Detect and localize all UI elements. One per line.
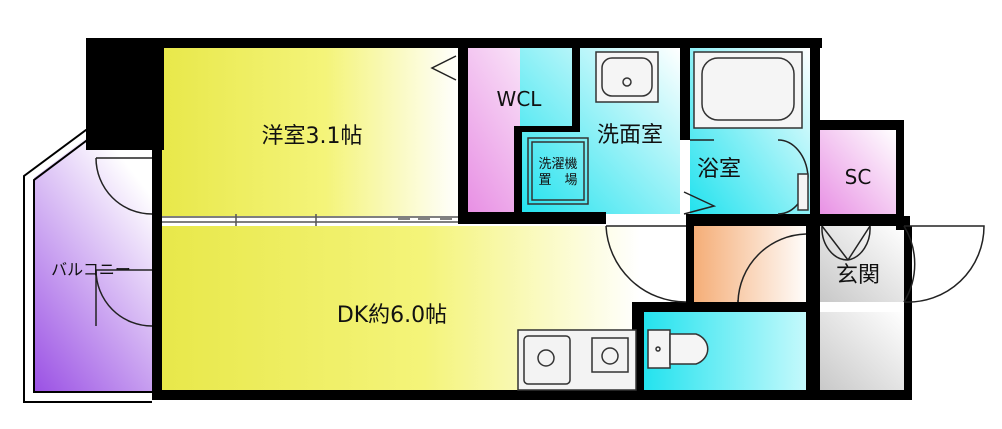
balcony-area — [34, 135, 152, 392]
wcl-label: WCL — [497, 87, 543, 111]
bath-label: 浴室 — [697, 157, 741, 182]
dk-label: DK約6.0帖 — [337, 303, 447, 328]
entrance-lower-area — [820, 312, 904, 392]
fixtures — [517, 51, 809, 391]
hall-area — [686, 226, 810, 302]
balcony-outline — [23, 129, 152, 403]
washroom-label: 洗面室 — [597, 123, 663, 148]
western-room-label: 洋室3.1帖 — [262, 124, 363, 149]
doors — [95, 55, 985, 327]
washer-label-line1: 洗濯機 — [538, 157, 577, 172]
entrance-label: 玄関 — [836, 263, 880, 288]
western-room-area — [162, 48, 460, 216]
sc-area — [820, 130, 896, 216]
sc-label: SC — [845, 165, 872, 189]
balcony-label: バルコニー — [51, 260, 131, 279]
sliding-partition — [162, 214, 458, 226]
washer-label-line2: 置 場 — [538, 173, 577, 188]
